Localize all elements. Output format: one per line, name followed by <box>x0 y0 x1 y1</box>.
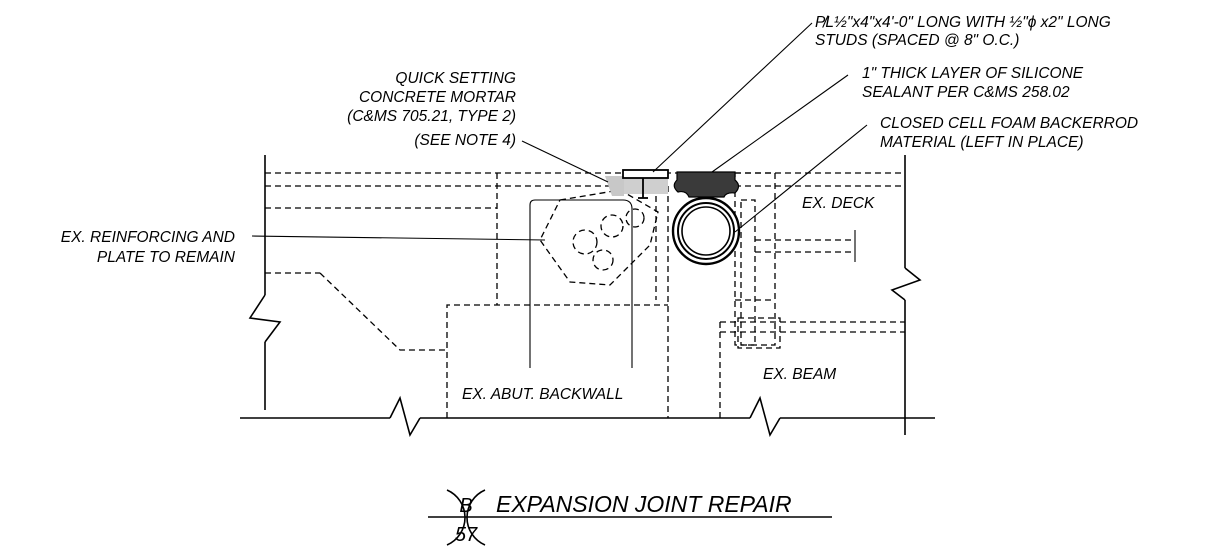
reinforcing-note-line2: PLATE TO REMAIN <box>97 249 236 266</box>
plate-note-line2: STUDS (SPACED @ 8" O.C.) <box>815 32 1019 49</box>
backerrod-note-line1: CLOSED CELL FOAM BACKERROD <box>880 115 1138 132</box>
backerrod-note-line2: MATERIAL (LEFT IN PLACE) <box>880 134 1084 151</box>
quick-setting-mortar-patch <box>605 176 624 196</box>
existing-reinforcing <box>529 189 659 368</box>
reinforcing-note-line1: EX. REINFORCING AND <box>61 229 235 246</box>
beam-label: EX. BEAM <box>763 366 836 383</box>
plate-note-line1: P̸L½"x4"x4'-0" LONG WITH ½"ϕ x2" LONG <box>815 14 1111 31</box>
mortar-note-line2: CONCRETE MORTAR <box>359 89 516 106</box>
detail-letter: B <box>459 495 472 517</box>
sealant-note-line1: 1" THICK LAYER OF SILICONE <box>862 65 1084 82</box>
plate-with-studs <box>622 169 669 199</box>
mortar-note-line1: QUICK SETTING <box>395 70 516 87</box>
backwall-label: EX. ABUT. BACKWALL <box>462 386 623 403</box>
silicone-sealant-layer <box>673 171 740 198</box>
existing-hidden-lines <box>265 172 905 418</box>
mortar-under-plate <box>624 178 668 194</box>
sealant-note-line2: SEALANT PER C&MS 258.02 <box>862 84 1070 101</box>
deck-label: EX. DECK <box>802 195 875 212</box>
mortar-note-line3: (C&MS 705.21, TYPE 2) <box>347 108 516 125</box>
foam-backerrod <box>671 196 741 266</box>
detail-sheet-number: 57 <box>455 524 478 546</box>
leader-lines <box>251 22 868 241</box>
detail-title: EXPANSION JOINT REPAIR <box>496 491 792 517</box>
mortar-note-line4: (SEE NOTE 4) <box>414 132 516 149</box>
detail-callout: B 57 EXPANSION JOINT REPAIR <box>428 489 832 546</box>
structure-outline <box>240 155 935 438</box>
